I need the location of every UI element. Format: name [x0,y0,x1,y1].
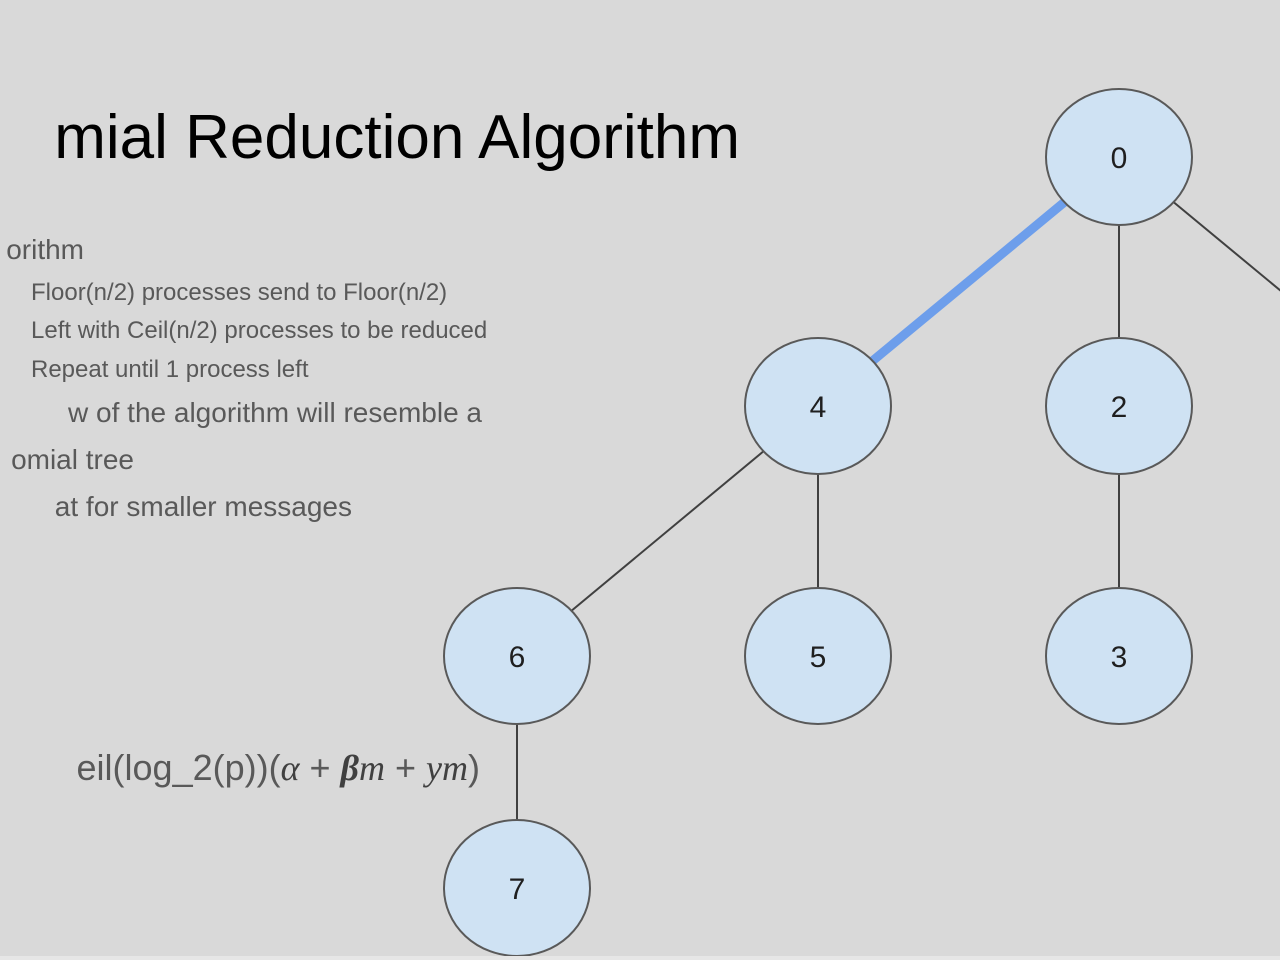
node-label: 4 [810,391,827,424]
formula-m: m [358,748,385,788]
sub-bullet-item: Repeat until 1 process left [31,356,309,383]
tree-edge-0-1 [1172,201,1280,292]
bullet-item: omial tree [11,444,134,475]
node-circle [1045,587,1193,725]
tree-node-7: 7 [443,819,591,957]
formula-plus: + [384,747,427,788]
tree-edges [516,198,1280,820]
node-label: 0 [1111,142,1128,175]
node-circle [744,587,892,725]
tree-nodes: 0 4 2 6 5 3 7 [443,88,1193,957]
node-label: 5 [810,641,827,674]
formula-alpha: α [280,748,300,788]
bullet-item: at for smaller messages [54,491,352,522]
tree-node-3: 3 [1045,587,1193,725]
node-circle [744,337,892,475]
node-circle [1045,337,1193,475]
formula-plus: + [299,747,341,788]
bullet-item: orithm [6,234,84,265]
highlighted-edge-0-4 [869,198,1068,365]
node-label: 2 [1111,391,1128,424]
sub-bullet-item: Floor(n/2) processes send to Floor(n/2) [31,279,448,306]
formula-beta: β [340,748,359,788]
node-circle [1045,88,1193,226]
formula-prefix: eil(log_2(p))( [76,747,281,788]
node-circle [443,587,591,725]
slide-bottom-edge [0,956,1280,960]
tree-node-0: 0 [1045,88,1193,226]
tree-node-5: 5 [744,587,892,725]
slide-title: mial Reduction Algorithm [54,103,740,172]
tree-node-6: 6 [443,587,591,725]
sub-bullet-item: Left with Ceil(n/2) processes to be redu… [31,317,488,344]
bullet-item: w of the algorithm will resemble a [68,397,482,428]
cost-formula: eil(log_2(p))(α + βm + ym) [77,745,480,791]
tree-edge-4-6 [570,450,765,612]
node-label: 7 [509,873,526,906]
formula-ym: ym [426,748,468,788]
tree-node-4: 4 [744,337,892,475]
formula-suffix: ) [468,747,480,788]
tree-node-2: 2 [1045,337,1193,475]
node-label: 3 [1111,641,1128,674]
node-label: 6 [509,641,526,674]
